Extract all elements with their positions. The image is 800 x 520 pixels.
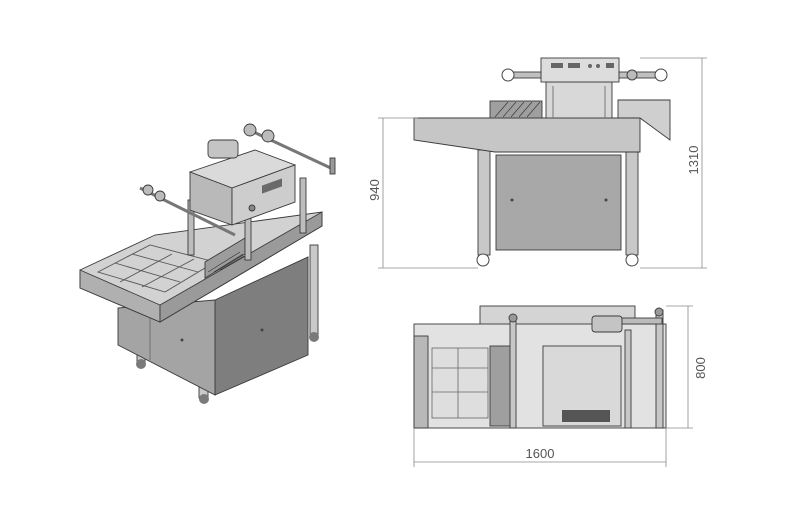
dimension-1310-label: 1310 <box>686 146 701 175</box>
dimension-940: 940 <box>367 117 478 269</box>
side-view <box>413 57 671 267</box>
side-wheel-right <box>625 253 639 267</box>
iso-table-front <box>159 211 323 323</box>
iso-wheel-front <box>199 394 209 404</box>
iso-wheel-right <box>309 332 319 342</box>
dimension-940-label: 940 <box>367 179 382 201</box>
iso-front-roller <box>139 184 236 237</box>
side-leg-right <box>625 149 639 256</box>
dimension-800: 800 <box>666 305 708 429</box>
side-leg-left <box>477 149 491 256</box>
dimension-800-label: 800 <box>693 357 708 379</box>
iso-motor <box>207 139 239 159</box>
iso-top-roller <box>243 123 336 175</box>
top-tray-grid <box>431 347 489 419</box>
dimension-1600-label: 1600 <box>526 446 555 461</box>
side-table <box>413 117 641 153</box>
side-seal-block <box>489 100 543 119</box>
top-motor <box>591 315 623 333</box>
dimension-1310: 1310 <box>640 57 707 269</box>
iso-wheel-left <box>136 359 146 369</box>
dimension-1600: 1600 <box>413 428 667 467</box>
side-control-box <box>540 57 620 83</box>
top-view <box>413 305 667 429</box>
top-control-strip <box>562 410 610 422</box>
side-wheel-left <box>476 253 490 267</box>
iso-display <box>262 178 282 194</box>
iso-tray-grid <box>96 244 217 293</box>
side-display <box>551 63 563 68</box>
side-cabinet <box>495 154 622 251</box>
isometric-view <box>79 123 336 404</box>
